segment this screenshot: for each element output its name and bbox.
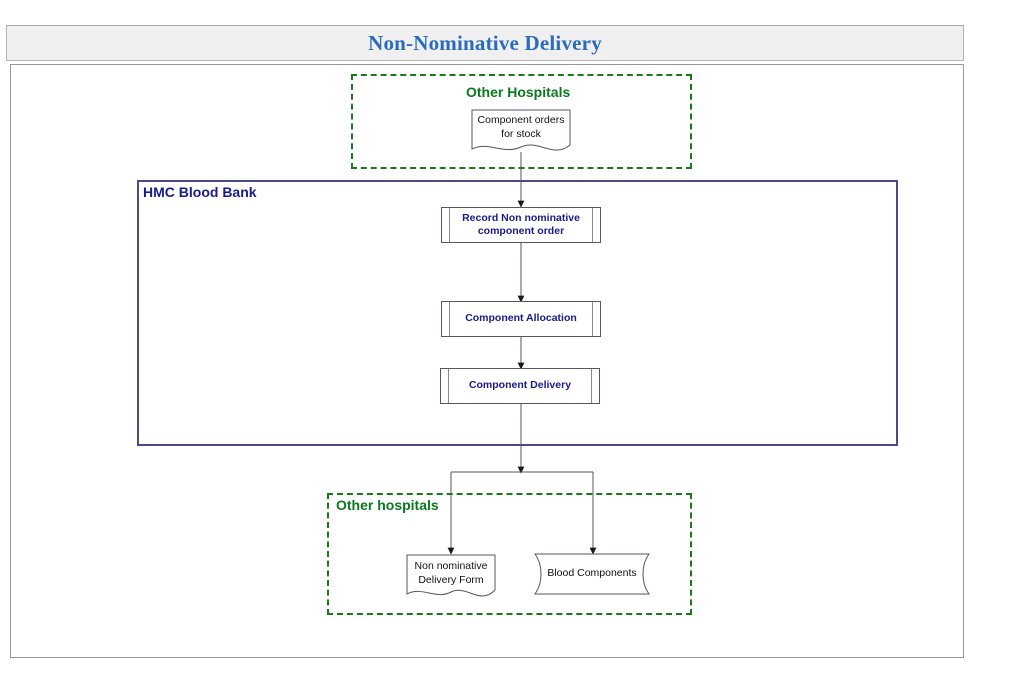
process-component-allocation[interactable]: Component Allocation xyxy=(441,301,601,337)
pool-other-hospitals-top[interactable] xyxy=(351,74,692,169)
doc-delivery-form-label: Non nominative Delivery Form xyxy=(406,560,496,587)
title-bar: Non-Nominative Delivery xyxy=(6,25,964,61)
doc-component-orders-line2: for stock xyxy=(501,127,541,140)
process-record-order-label: Record Non nominative component order xyxy=(448,212,594,238)
page-title: Non-Nominative Delivery xyxy=(368,30,602,55)
process-component-allocation-line1: Component Allocation xyxy=(465,312,577,325)
document-shape-icon xyxy=(471,109,571,151)
process-component-delivery-label: Component Delivery xyxy=(455,379,585,392)
doc-blood-components[interactable]: Blood Components xyxy=(527,553,657,595)
doc-component-orders-line1: Component orders xyxy=(477,114,565,126)
document-shape-icon xyxy=(406,554,496,597)
pool-other-hospitals-bottom[interactable] xyxy=(327,493,692,615)
doc-component-orders[interactable]: Component orders for stock xyxy=(471,109,571,155)
pool-label-hmc-blood-bank: HMC Blood Bank xyxy=(140,184,260,200)
doc-delivery-form-line2: Delivery Form xyxy=(418,573,484,586)
process-component-allocation-label: Component Allocation xyxy=(451,312,591,325)
doc-delivery-form-line1: Non nominative xyxy=(414,560,488,572)
pool-hmc-blood-bank[interactable] xyxy=(137,180,898,446)
process-component-delivery[interactable]: Component Delivery xyxy=(440,368,600,404)
process-record-order-line1: Record Non nominative xyxy=(462,211,580,224)
doc-blood-components-label: Blood Components xyxy=(527,567,657,581)
process-component-delivery-line1: Component Delivery xyxy=(468,379,572,392)
doc-component-orders-label: Component orders for stock xyxy=(471,114,571,141)
doc-blood-components-line1: Blood Components xyxy=(547,567,637,579)
pool-label-other-hospitals-bottom: Other hospitals xyxy=(333,497,442,513)
tape-shape-icon xyxy=(534,553,650,595)
pool-label-other-hospitals-top: Other Hospitals xyxy=(463,84,574,100)
process-record-order[interactable]: Record Non nominative component order xyxy=(441,207,601,243)
doc-delivery-form[interactable]: Non nominative Delivery Form xyxy=(406,554,496,602)
process-record-order-line2: component order xyxy=(477,225,565,237)
